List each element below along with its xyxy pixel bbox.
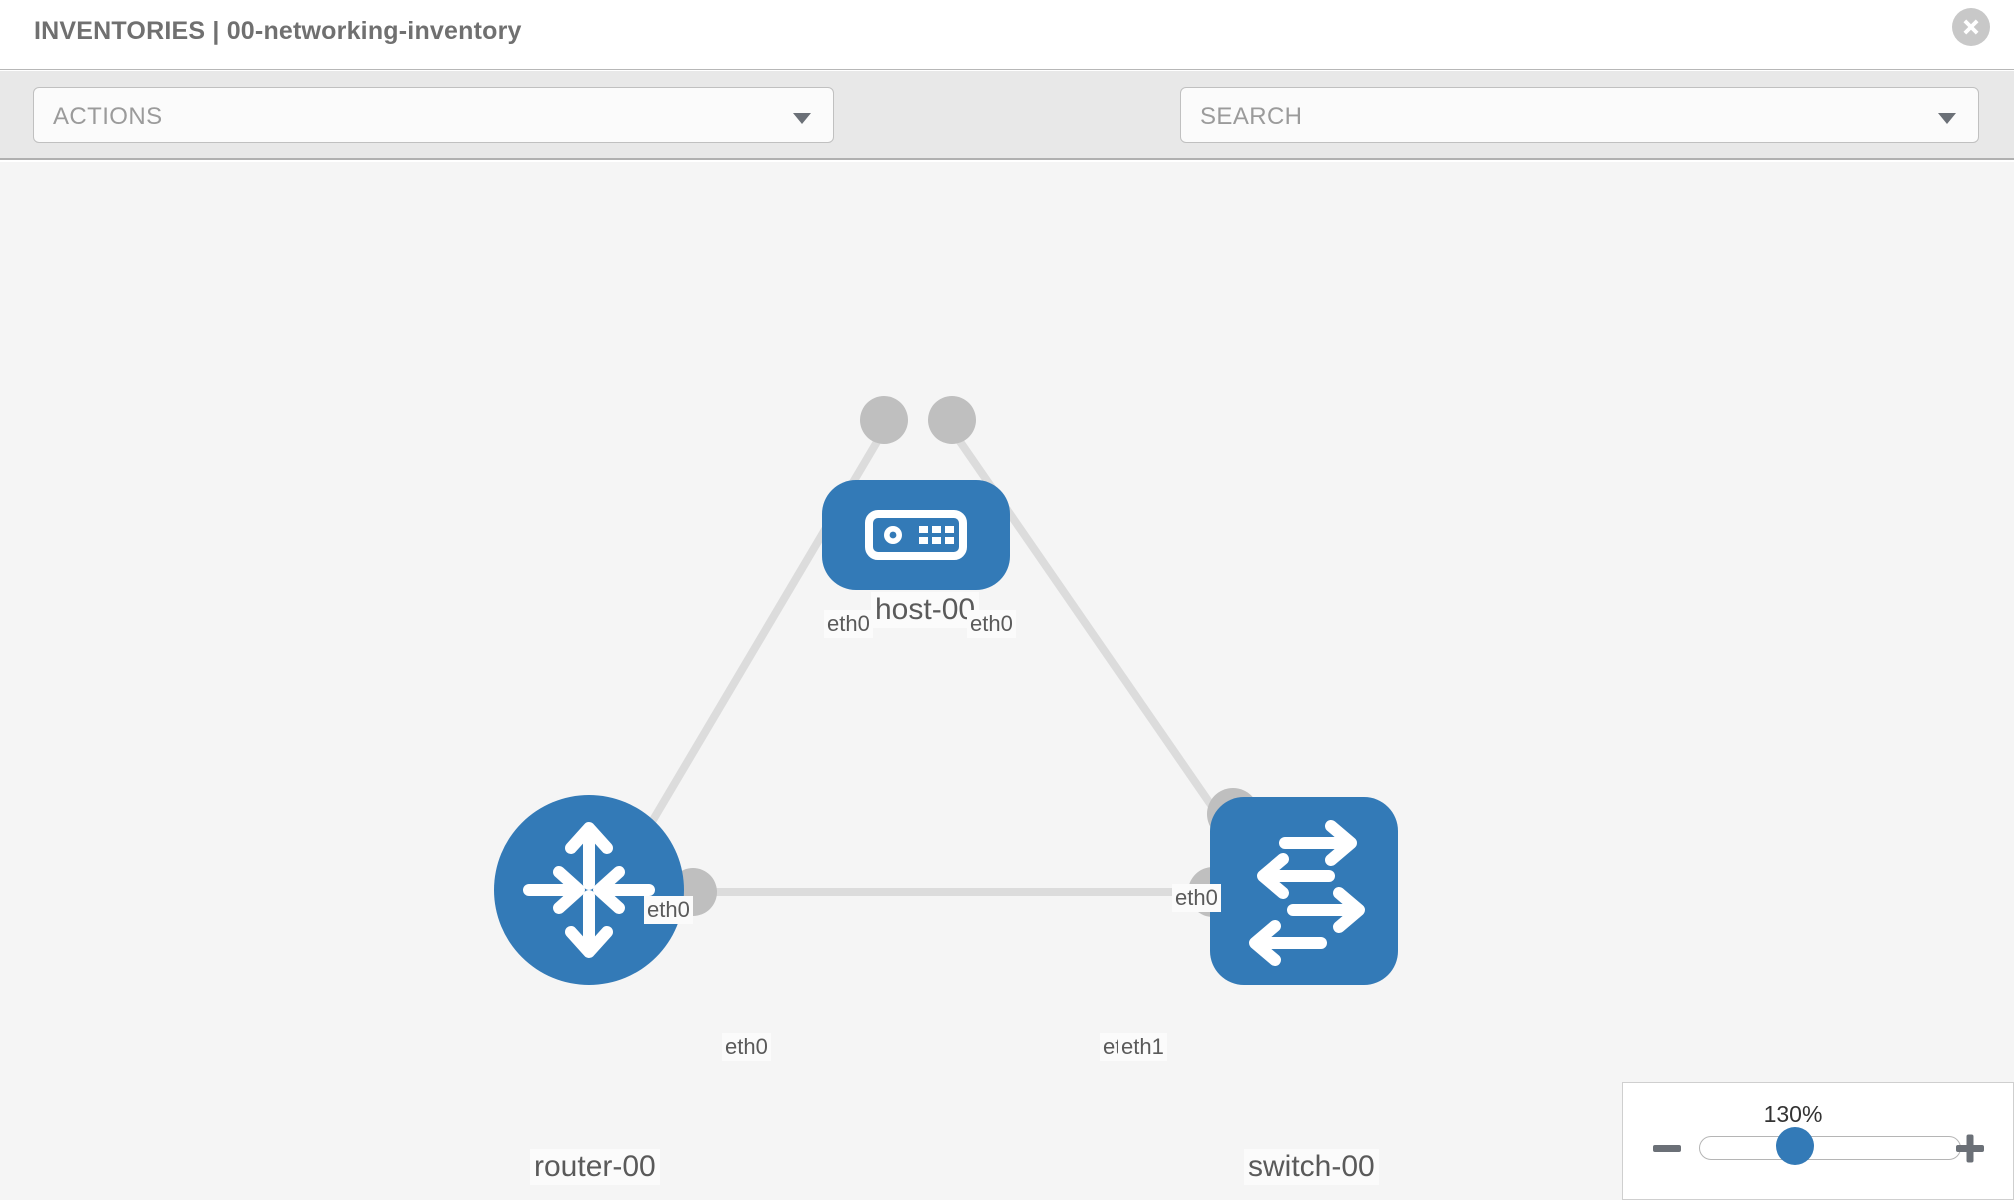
search-input[interactable]: SEARCH (1180, 87, 1979, 143)
edge-label-router-right-eth0: eth0 (722, 1033, 771, 1061)
actions-dropdown-label: ACTIONS (53, 103, 163, 130)
topology-toolbar: ACTIONS SEARCH (0, 71, 2014, 200)
connector-host-left (860, 396, 908, 444)
router-arrows-icon (523, 822, 655, 958)
connector-host-right (928, 396, 976, 444)
node-switch-00 (1210, 797, 1398, 985)
topology-connectors (598, 396, 1259, 917)
node-label-host-00: host-00 (871, 592, 980, 628)
chevron-down-icon[interactable] (1938, 113, 1956, 124)
page-header: INVENTORIES | 00-networking-inventory (0, 0, 2014, 70)
topology-graph (494, 396, 1398, 985)
edge-label-switch-up-eth0: eth0 (1172, 884, 1221, 912)
switch-arrows-icon (1249, 820, 1365, 966)
node-label-switch-00: switch-00 (1244, 1149, 1379, 1185)
edge-label-host-left-eth0: eth0 (824, 610, 873, 638)
node-label-router-00: router-00 (530, 1149, 660, 1185)
zoom-slider-track[interactable] (1699, 1136, 1961, 1160)
edge-label-router-up-eth0: eth0 (644, 896, 693, 924)
minus-icon[interactable] (1650, 1131, 1684, 1165)
zoom-level-value: 130% (1763, 1101, 1823, 1127)
close-icon[interactable] (1952, 8, 1990, 46)
page-title: INVENTORIES | 00-networking-inventory (34, 17, 522, 45)
node-router-00 (494, 795, 684, 985)
actions-dropdown[interactable]: ACTIONS (33, 87, 834, 143)
plus-icon[interactable] (1953, 1131, 1987, 1165)
node-host-00 (822, 480, 1010, 590)
edge-label-host-right-eth0: eth0 (967, 610, 1016, 638)
zoom-slider-handle[interactable] (1776, 1127, 1814, 1165)
zoom-control-panel: 130% (1622, 1082, 2014, 1200)
edge-label-switch-left-eth1: eth1 (1118, 1033, 1167, 1061)
topology-canvas[interactable]: host-00 eth0 eth0 router-00 switch-00 et… (0, 162, 2014, 1200)
search-placeholder: SEARCH (1200, 103, 1303, 130)
chevron-down-icon (793, 113, 811, 124)
server-icon (865, 510, 967, 560)
